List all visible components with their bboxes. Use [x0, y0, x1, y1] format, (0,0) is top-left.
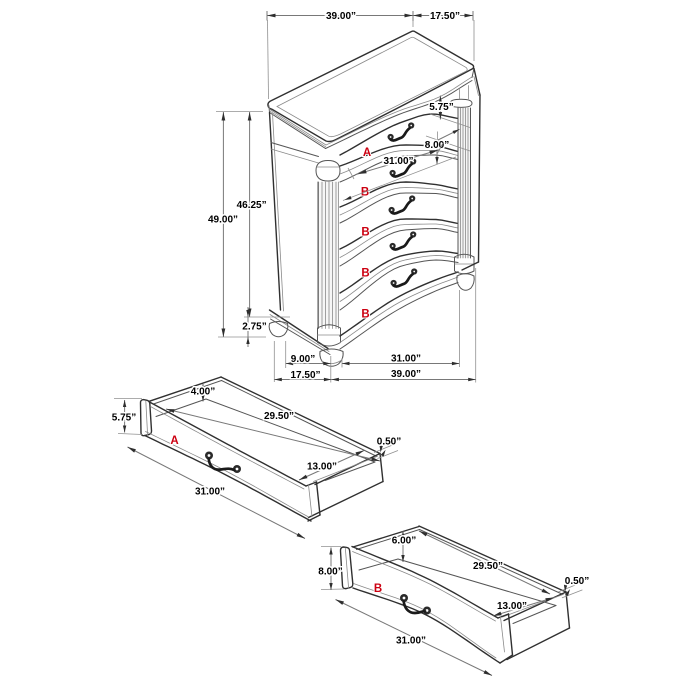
svg-text:39.00”: 39.00”: [391, 369, 421, 380]
svg-text:17.50”: 17.50”: [290, 370, 320, 381]
svg-text:29.50”: 29.50”: [473, 561, 503, 572]
svg-text:4.00”: 4.00”: [191, 387, 215, 398]
svg-text:B: B: [374, 583, 382, 595]
svg-text:5.75”: 5.75”: [112, 413, 136, 424]
svg-text:31.00”: 31.00”: [396, 636, 426, 647]
svg-text:0.50”: 0.50”: [565, 576, 589, 587]
svg-text:8.00”: 8.00”: [318, 567, 342, 578]
svg-text:31.00”: 31.00”: [383, 156, 413, 167]
svg-text:B: B: [361, 187, 369, 199]
svg-text:B: B: [361, 309, 369, 321]
svg-text:A: A: [170, 435, 178, 447]
svg-text:2.75”: 2.75”: [242, 322, 266, 333]
svg-text:49.00”: 49.00”: [208, 215, 238, 226]
svg-text:8.00”: 8.00”: [425, 140, 449, 151]
svg-text:46.25”: 46.25”: [237, 200, 267, 211]
svg-text:29.50”: 29.50”: [264, 411, 294, 422]
svg-text:A: A: [363, 147, 371, 159]
svg-text:B: B: [361, 227, 369, 239]
svg-text:39.00”: 39.00”: [326, 11, 356, 22]
svg-text:31.00”: 31.00”: [391, 354, 421, 365]
svg-text:13.00”: 13.00”: [497, 601, 527, 612]
svg-text:B: B: [361, 268, 369, 280]
svg-text:17.50”: 17.50”: [430, 11, 460, 22]
svg-text:5.75”: 5.75”: [429, 102, 453, 113]
svg-text:9.00”: 9.00”: [291, 354, 315, 365]
svg-text:0.50”: 0.50”: [377, 437, 401, 448]
svg-text:6.00”: 6.00”: [392, 536, 416, 547]
svg-text:31.00”: 31.00”: [195, 487, 225, 498]
svg-text:13.00”: 13.00”: [307, 462, 337, 473]
